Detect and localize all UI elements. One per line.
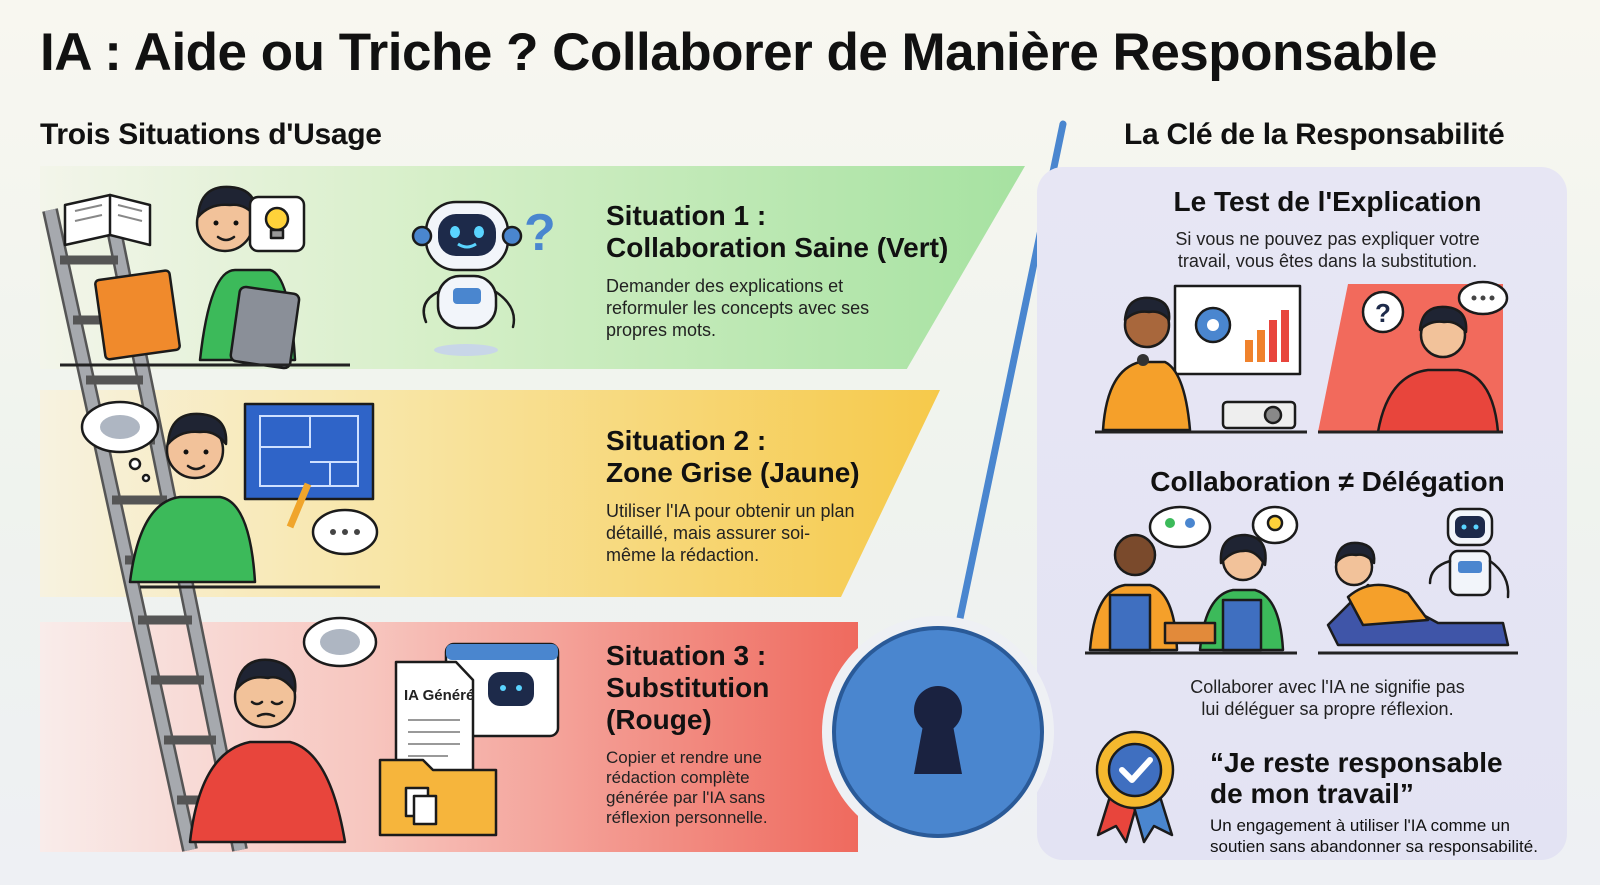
page-title: IA : Aide ou Triche ? Collaborer de Mani… [40,23,1437,82]
explanation-test-text: Si vous ne pouvez pas expliquer votre tr… [1175,229,1480,271]
situation-2-description: Utiliser l'IA pour obtenir un plan détai… [606,501,855,565]
checkmark-icon [1119,757,1153,783]
chat-bubble-icon [1457,280,1509,316]
left-section-heading: Trois Situations d'Usage [40,118,382,151]
collaboration-title: Collaboration ≠ Délégation [1150,466,1505,497]
microphone-icon [1137,354,1149,366]
svg-text:?: ? [1375,298,1391,328]
bar-chart-icon [1245,310,1289,362]
projector-icon [1221,400,1297,430]
svg-text:?: ? [524,204,556,262]
ribbon-badge-icon [1095,730,1175,844]
people-icon [1148,505,1212,549]
keyhole-icon [822,616,1054,848]
brain-icon [302,616,378,668]
question-mark-icon: ? [1361,290,1405,334]
situation-1-title: Situation 1 : Collaboration Saine (Vert) [606,200,949,263]
student-planning-illustration [80,400,380,589]
explanation-test-title: Le Test de l'Explication [1173,186,1482,217]
book-icon [63,193,152,247]
tablet-icon [229,285,301,370]
question-mark-icon: ? [524,204,556,262]
situation-3-title: Situation 3 : Substitution (Rouge) [606,640,770,735]
situation-3-description: Copier et rendre une rédaction complète … [606,748,768,827]
collaboration-text: Collaborer avec l'IA ne signifie pas lui… [1190,677,1465,719]
lightbulb-icon [1251,505,1299,545]
situation-2-title: Situation 2 : Zone Grise (Jaune) [606,425,860,488]
student-learning-illustration [60,185,350,370]
robot-icon: ? [411,200,556,356]
folder-icon [378,758,498,837]
pledge-quote: “Je reste responsable de mon travail” [1210,747,1503,809]
student-distressed-illustration [188,616,378,844]
presenter-illustration [1095,284,1307,434]
right-section-heading: La Clé de la Responsabilité [1124,118,1505,151]
confused-student-illustration: ? [1318,280,1509,434]
pledge-text: Un engagement à utiliser l'IA comme un s… [1210,816,1538,856]
lightbulb-icon [248,195,306,253]
collaboration-illustration [1085,505,1299,655]
robot-icon [1428,507,1510,599]
chat-bubble-icon [311,508,379,556]
thought-bubble-icon [80,400,160,483]
blueprint-icon [243,402,375,501]
situation-1-description: Demander des explications et reformuler … [606,276,870,340]
delegation-illustration [1318,507,1518,655]
document-label: IA Généré [404,687,475,704]
ai-document-illustration [378,642,560,837]
pencil-icon [286,482,312,529]
gear-icon [1194,306,1232,344]
